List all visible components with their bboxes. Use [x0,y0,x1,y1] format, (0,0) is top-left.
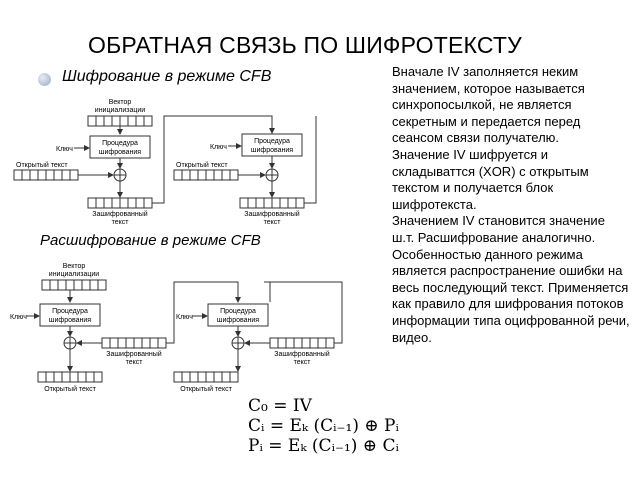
svg-text:Процедура: Процедура [220,308,256,315]
key-label-2: Ключ [210,144,227,151]
svg-text:шифрования: шифрования [99,149,141,156]
iv-label-2: инициализации [95,107,146,114]
decryption-diagram: Вектор инициализации Процедура шифровани… [10,263,343,393]
ciphertext-register-2 [239,197,305,209]
ciphertext-register-dec-1 [101,337,167,349]
iv-label-1: Вектор [109,99,132,106]
key-label-dec-2: Ключ [176,314,193,321]
svg-text:Зашифрованный: Зашифрованный [92,210,147,218]
encryption-diagram: Вектор инициализации Процедура шифровани… [13,99,317,226]
plaintext-register-dec-1 [37,371,103,383]
key-label-dec-1: Ключ [10,314,27,321]
svg-text:шифрования: шифрования [251,147,293,154]
svg-text:Зашифрованный: Зашифрованный [244,210,299,218]
iv-register-dec [41,279,107,291]
svg-text:текст: текст [112,219,130,226]
key-label-1: Ключ [56,146,73,153]
formula-c0: C₀ = IV [248,396,312,416]
decryption-heading: Расшифрование в режиме CFB [40,232,261,249]
description-paragraph-3: Значением IV становится значение ш.т. Ра… [392,213,605,245]
iv-label-dec-2: инициализации [49,271,100,278]
formula-pi: Pᵢ = Eₖ (Cᵢ₋₁) ⊕ Cᵢ [248,436,399,456]
svg-text:текст: текст [126,359,144,366]
svg-text:шифрования: шифрования [217,317,259,324]
svg-text:шифрования: шифрования [49,317,91,324]
svg-text:Открытый текст: Открытый текст [180,385,232,393]
iv-register [87,115,153,127]
svg-text:Зашифрованный: Зашифрованный [274,350,329,358]
description-text: Вначале IV заполняется неким значением, … [392,64,630,346]
svg-text:Открытый текст: Открытый текст [44,385,96,393]
ciphertext-register-dec-2 [269,337,335,349]
encryption-heading: Шифрование в режиме CFB [62,68,272,85]
plaintext-label-1: Открытый текст [16,161,68,169]
svg-text:Зашифрованный: Зашифрованный [106,350,161,358]
bullet-marker [38,73,51,86]
svg-text:текст: текст [264,219,282,226]
description-paragraph-1: Вначале IV заполняется неким значением, … [392,64,585,146]
formula-ci: Cᵢ = Eₖ (Cᵢ₋₁) ⊕ Pᵢ [248,416,399,436]
plaintext-register-2 [173,169,239,181]
svg-text:Процедура: Процедура [254,138,290,145]
svg-text:Процедура: Процедура [52,308,88,315]
description-paragraph-4: Особенностью данного режима является рас… [392,246,630,345]
iv-label-dec-1: Вектор [63,263,86,270]
cfb-formulas: C₀ = IV Cᵢ = Eₖ (Cᵢ₋₁) ⊕ Pᵢ Pᵢ = Eₖ (Cᵢ₋… [248,396,399,456]
plaintext-register-dec-2 [173,371,239,383]
plaintext-label-2: Открытый текст [176,161,228,169]
description-paragraph-2: Значение IV шифруется и складываттся (XO… [392,146,589,212]
slide-title: ОБРАТНАЯ СВЯЗЬ ПО ШИФРОТЕКСТУ [88,32,522,58]
svg-text:текст: текст [294,359,312,366]
plaintext-register-1 [13,169,79,181]
ciphertext-register-1 [87,197,153,209]
svg-text:Процедура: Процедура [102,140,138,147]
